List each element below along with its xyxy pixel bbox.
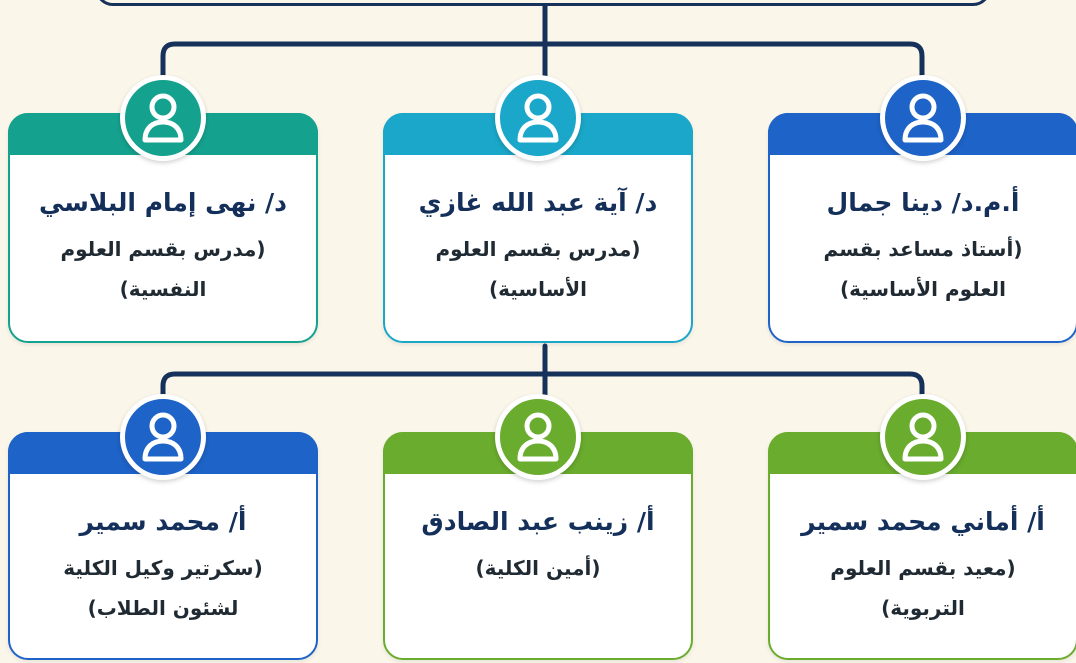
- avatar: [495, 75, 581, 161]
- person-role: (سكرتير وكيل الكلية لشئون الطلاب): [10, 548, 316, 628]
- person-role: (مدرس بقسم العلوم النفسية): [10, 229, 316, 309]
- person-name: أ.م.د/ دينا جمال: [826, 188, 1020, 217]
- person-name: د/ نهى إمام البلاسي: [38, 188, 288, 217]
- role-line: (أستاذ مساعد بقسم: [823, 237, 1023, 261]
- person-icon: [902, 412, 944, 462]
- member-card-zeinab: أ/ زينب عبد الصادق (أمين الكلية): [383, 394, 693, 660]
- person-icon: [902, 93, 944, 143]
- role-line: (مدرس بقسم العلوم: [435, 237, 641, 261]
- person-name: أ/ أماني محمد سمير: [801, 507, 1045, 536]
- person-icon: [142, 93, 184, 143]
- member-card-mohamed: أ/ محمد سمير (سكرتير وكيل الكلية لشئون ا…: [8, 394, 318, 660]
- avatar: [120, 75, 206, 161]
- role-line: (معيد بقسم العلوم: [830, 556, 1016, 580]
- person-name: أ/ زينب عبد الصادق: [421, 507, 655, 536]
- avatar: [880, 394, 966, 480]
- member-card-aya: د/ آية عبد الله غازي (مدرس بقسم العلوم ا…: [383, 75, 693, 343]
- role-line: التربوية): [881, 596, 965, 620]
- avatar: [880, 75, 966, 161]
- person-role: (مدرس بقسم العلوم الأساسية): [385, 229, 691, 309]
- role-line: العلوم الأساسية): [839, 277, 1006, 301]
- member-card-noha: د/ نهى إمام البلاسي (مدرس بقسم العلوم ال…: [8, 75, 318, 343]
- member-card-dina: أ.م.د/ دينا جمال (أستاذ مساعد بقسم العلو…: [768, 75, 1076, 343]
- person-role: (معيد بقسم العلوم التربوية): [770, 548, 1076, 628]
- avatar: [120, 394, 206, 480]
- member-card-amany: أ/ أماني محمد سمير (معيد بقسم العلوم الت…: [768, 394, 1076, 660]
- top-box: [95, 0, 991, 6]
- person-role: (أمين الكلية): [385, 548, 691, 588]
- avatar: [495, 394, 581, 480]
- person-name: د/ آية عبد الله غازي: [418, 188, 658, 217]
- role-line: الأساسية): [488, 277, 588, 301]
- person-name: أ/ محمد سمير: [79, 507, 247, 536]
- role-line: (أمين الكلية): [475, 556, 601, 580]
- person-icon: [517, 93, 559, 143]
- person-role: (أستاذ مساعد بقسم العلوم الأساسية): [770, 229, 1076, 309]
- role-line: لشئون الطلاب): [87, 596, 239, 620]
- role-line: (سكرتير وكيل الكلية: [63, 556, 263, 580]
- person-icon: [142, 412, 184, 462]
- role-line: النفسية): [119, 277, 207, 301]
- role-line: (مدرس بقسم العلوم: [60, 237, 266, 261]
- person-icon: [517, 412, 559, 462]
